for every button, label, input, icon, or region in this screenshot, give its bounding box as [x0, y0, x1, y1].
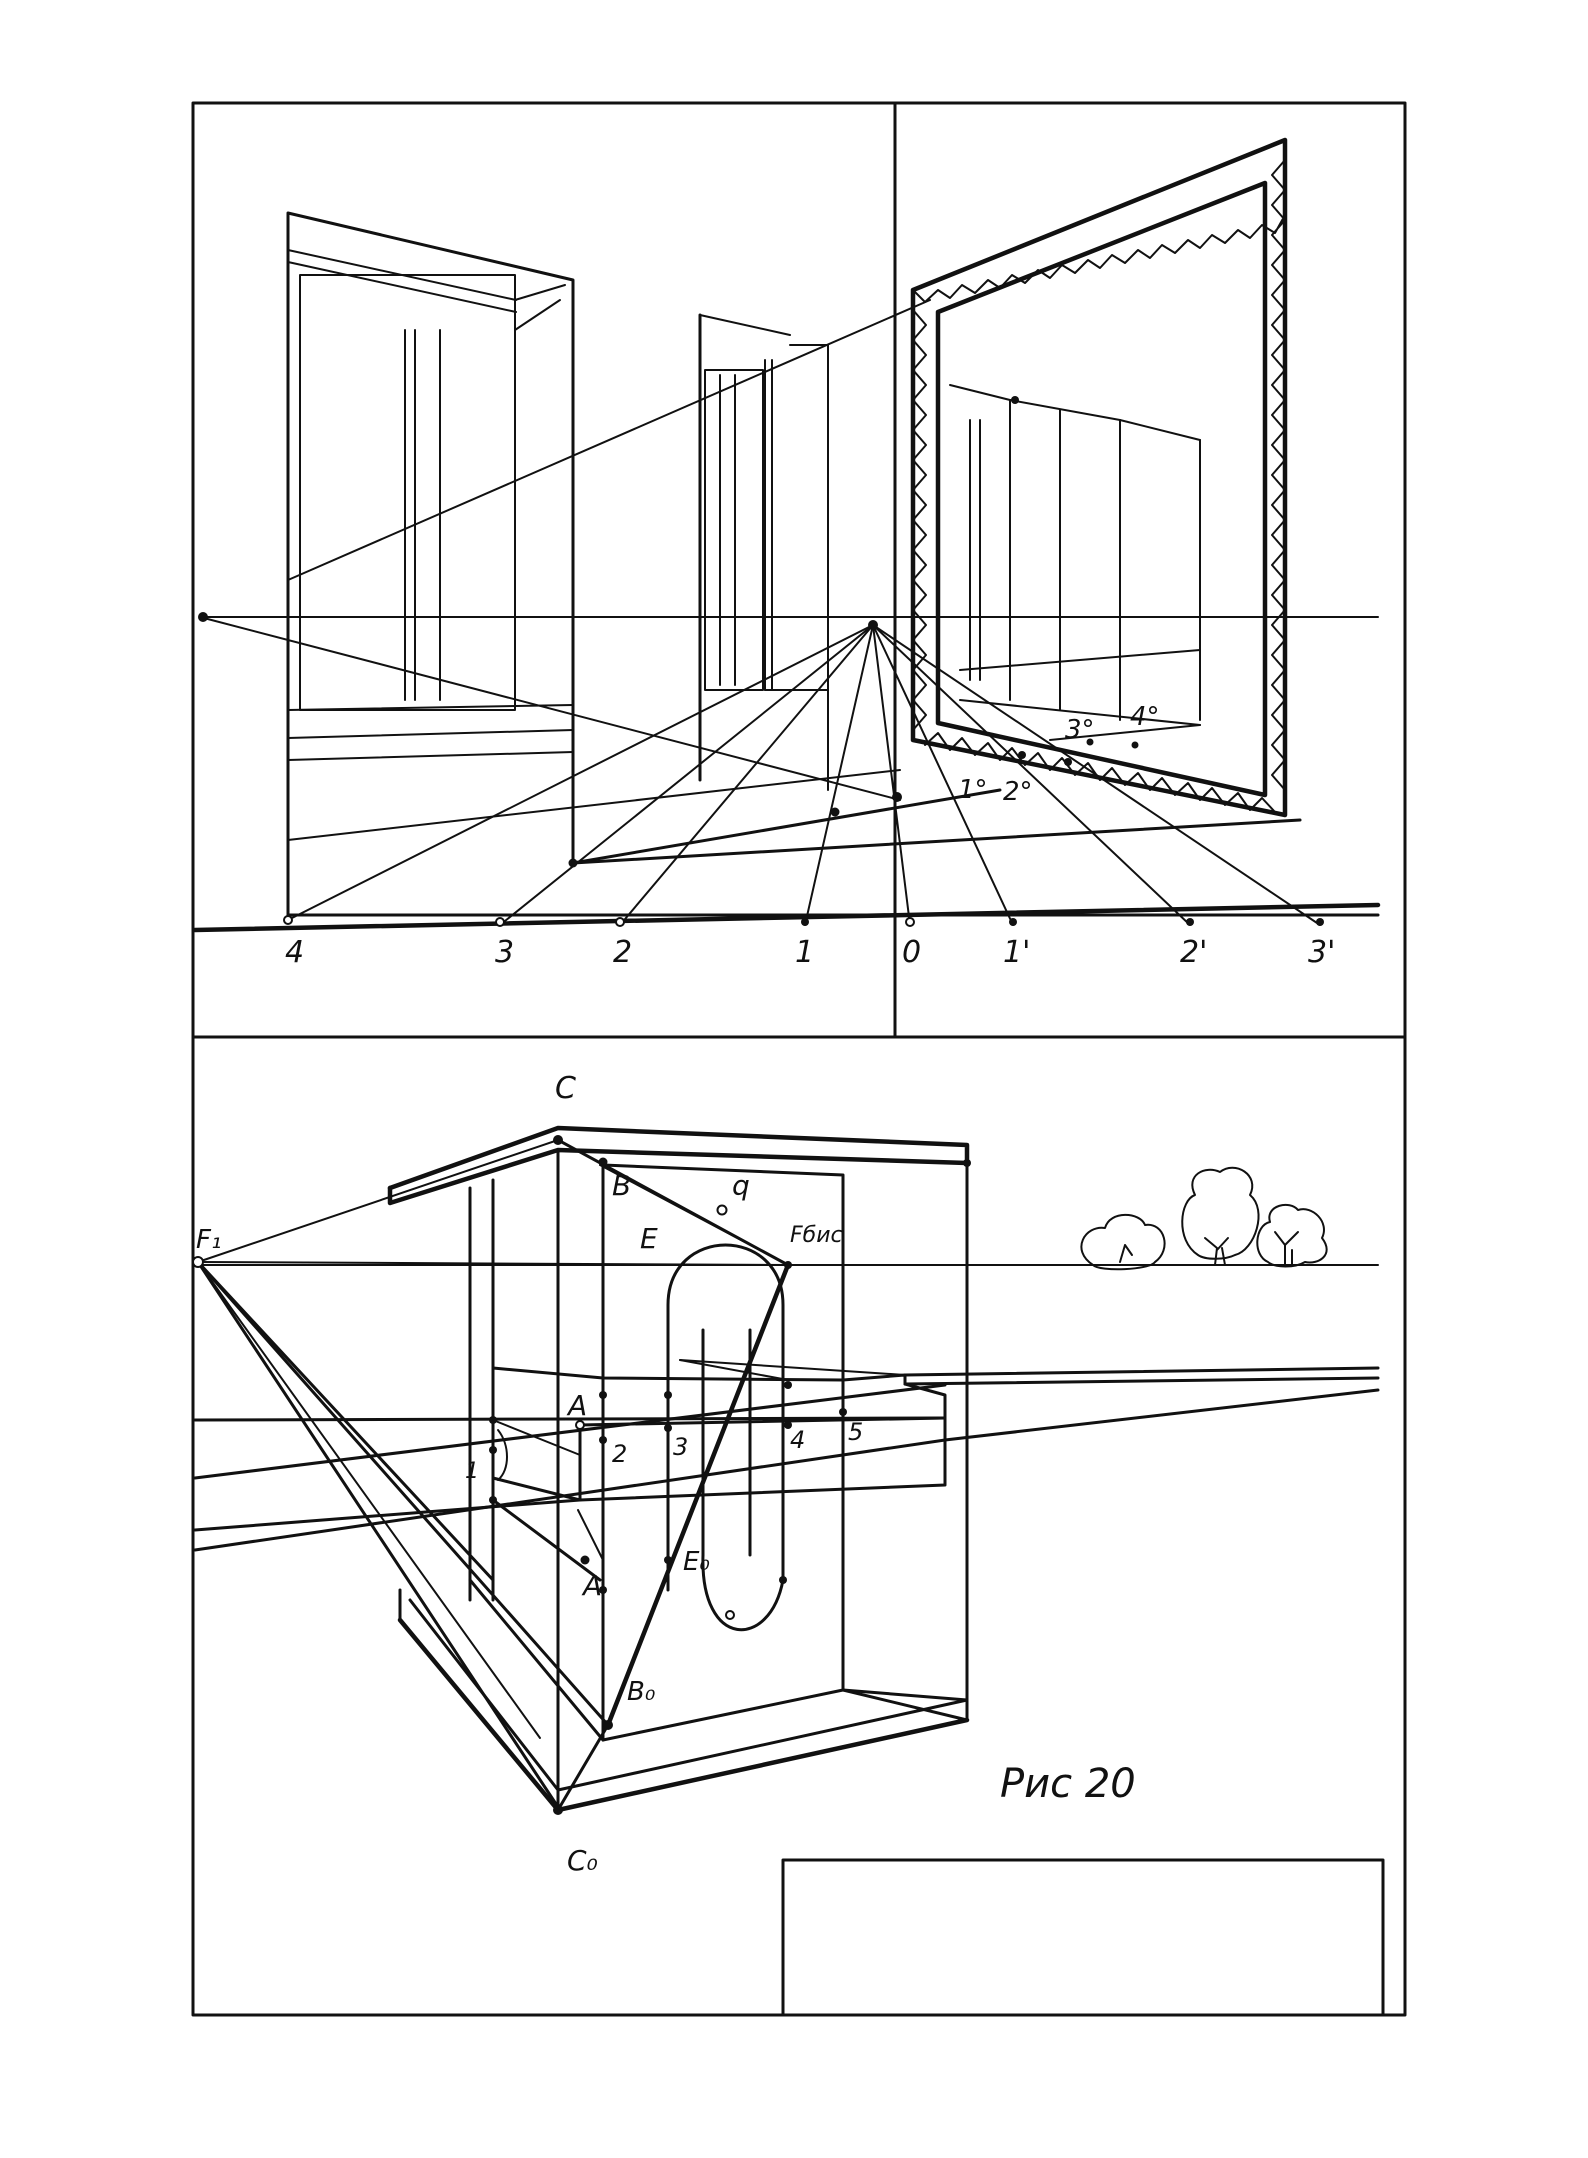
construction-points [192, 1135, 971, 1815]
label-A: A [566, 1389, 587, 1422]
ground-line [192, 902, 1381, 933]
niche-back-panel [601, 1163, 845, 1742]
trees [1080, 1166, 1328, 1271]
label-1: 1 [465, 1459, 479, 1484]
label-2-deg: 2° [1003, 777, 1033, 807]
top-panel-interior-perspective: 4 3 2 1 0 1' 2' 3' 1° 2° 3° 4° [192, 137, 1381, 970]
figure-caption: Рис 20 [1000, 1761, 1136, 1807]
mirror-labels: 1° 2° 3° 4° [958, 702, 1160, 807]
label-0: 0 [902, 935, 921, 970]
label-B0: B₀ [627, 1677, 656, 1707]
label-2-prime: 2' [1180, 935, 1207, 970]
mirror [910, 137, 1288, 818]
label-2: 2 [612, 1440, 627, 1468]
window-middle [704, 369, 764, 691]
label-A0: A [581, 1569, 602, 1602]
sheet-frame [191, 101, 1407, 2017]
niche-floor [397, 1617, 970, 1813]
label-E0: E₀ [683, 1547, 710, 1577]
label-q: q [732, 1169, 750, 1202]
label-C0: C₀ [567, 1844, 598, 1877]
label-1-prime: 1' [1003, 935, 1030, 970]
shadow-edge [605, 1262, 791, 1728]
label-F1: F₁ [196, 1225, 221, 1255]
vanishing-point [868, 620, 878, 630]
label-3: 3 [495, 935, 514, 970]
left-wall [286, 211, 575, 917]
label-4: 4 [285, 935, 304, 970]
bottom-panel-shadow-construction: C B q E Fбис F₁ A A E₀ B₀ C₀ 1 2 3 4 5 [192, 1071, 1380, 1877]
shadow-rays [196, 1139, 789, 1812]
title-block [781, 1858, 1385, 2017]
niche-top-face [387, 1125, 970, 1191]
window-left [299, 274, 516, 711]
label-1: 1 [795, 935, 814, 970]
mirror-frame-outer [910, 137, 1288, 818]
label-3: 3 [673, 1433, 688, 1461]
label-B: B [612, 1169, 631, 1202]
label-1-deg: 1° [958, 775, 988, 805]
label-5: 5 [848, 1418, 863, 1446]
label-E: E [640, 1222, 658, 1255]
mirror-frame-hatching [912, 159, 1286, 813]
label-2: 2 [613, 935, 632, 970]
label-4-deg: 4° [1130, 702, 1160, 732]
ground-line-labels: 4 3 2 1 0 1' 2' 3' [285, 935, 1335, 970]
point-labels: C B q E Fбис F₁ A A E₀ B₀ C₀ 1 2 3 4 5 [196, 1071, 863, 1877]
mirror-frame-inner [935, 180, 1268, 798]
label-F-bis: Fбис [790, 1223, 843, 1248]
label-3-deg: 3° [1065, 715, 1095, 745]
label-4: 4 [790, 1426, 805, 1454]
label-3-prime: 3' [1308, 935, 1335, 970]
label-C: C [555, 1071, 576, 1106]
